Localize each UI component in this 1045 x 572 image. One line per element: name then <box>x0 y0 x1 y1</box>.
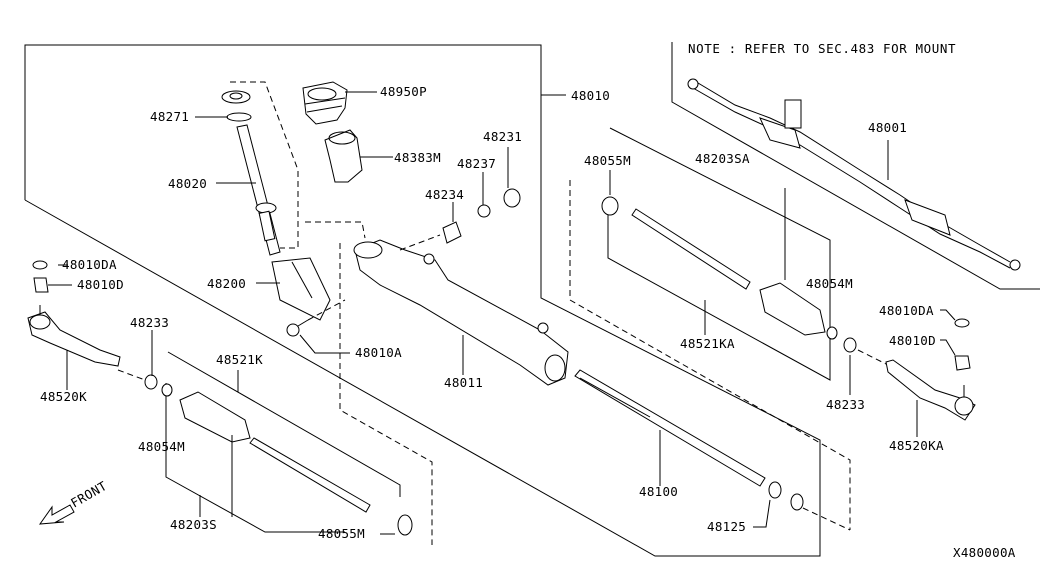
rack-bushing-1 <box>768 481 782 499</box>
callout-48010A[interactable]: 48010A <box>355 345 402 360</box>
callout-48125[interactable]: 48125 <box>707 519 746 534</box>
front-label: FRONT <box>68 478 110 511</box>
reference-assembly-frame <box>671 42 1040 290</box>
callout-48520K[interactable]: 48520K <box>40 389 87 404</box>
callout-48234[interactable]: 48234 <box>425 187 464 202</box>
boot-clamp-small-left <box>161 383 173 397</box>
jam-nut-left <box>144 374 158 390</box>
washer-right <box>954 318 970 328</box>
mount-bolt <box>286 323 300 337</box>
callout-48011[interactable]: 48011 <box>444 375 483 390</box>
callout-48520KA[interactable]: 48520KA <box>889 438 944 453</box>
callout-48237[interactable]: 48237 <box>457 156 496 171</box>
callout-48950P[interactable]: 48950P <box>380 84 427 99</box>
boot-clamp-large-left <box>397 514 413 536</box>
boot-clamp-small-right <box>826 326 838 340</box>
callout-48010DA-left[interactable]: 48010DA <box>62 257 117 272</box>
yoke-plug <box>442 221 462 244</box>
left-inner-tie-rod-group <box>27 260 413 536</box>
callout-48383M[interactable]: 48383M <box>394 150 441 165</box>
pinion-cap <box>221 90 251 104</box>
callout-48521K[interactable]: 48521K <box>216 352 263 367</box>
nut-left <box>33 277 49 293</box>
boot-clamp-large-right <box>601 196 619 216</box>
rack <box>569 180 851 531</box>
callout-48203SA[interactable]: 48203SA <box>695 151 750 166</box>
callout-48231[interactable]: 48231 <box>483 129 522 144</box>
callout-48001[interactable]: 48001 <box>868 120 907 135</box>
callout-48055M-right[interactable]: 48055M <box>584 153 631 168</box>
adjust-locknut <box>503 188 521 208</box>
callout-48010D-left[interactable]: 48010D <box>77 277 124 292</box>
yoke-spring <box>477 204 491 218</box>
main-assembly-frame <box>24 44 821 557</box>
nut-right <box>954 355 971 371</box>
leader-lines <box>48 91 956 535</box>
callout-48200[interactable]: 48200 <box>207 276 246 291</box>
inner-tie-rod-left <box>249 437 371 513</box>
gear-housing <box>339 188 569 545</box>
callout-48010D-right[interactable]: 48010D <box>889 333 936 348</box>
callout-48010DA-right[interactable]: 48010DA <box>879 303 934 318</box>
callout-48010[interactable]: 48010 <box>571 88 610 103</box>
pinion-group <box>221 81 366 337</box>
pinion-seal <box>324 129 363 183</box>
callout-48203S[interactable]: 48203S <box>170 517 217 532</box>
callout-48055M-left[interactable]: 48055M <box>318 526 365 541</box>
callout-48100[interactable]: 48100 <box>639 484 678 499</box>
boot-left <box>179 391 251 443</box>
complete-assembly-reference <box>687 78 1021 271</box>
washer-left <box>32 260 48 270</box>
callout-48233-left[interactable]: 48233 <box>130 315 169 330</box>
callout-48054M-left[interactable]: 48054M <box>138 439 185 454</box>
pinion-o-ring <box>226 112 252 122</box>
right-inner-tie-rod-group <box>601 127 976 421</box>
inner-tie-rod-right <box>631 208 751 290</box>
callout-48233-right[interactable]: 48233 <box>826 397 865 412</box>
jam-nut-right <box>843 337 857 353</box>
callout-48020[interactable]: 48020 <box>168 176 207 191</box>
mounting-note: NOTE : REFER TO SEC.483 FOR MOUNT <box>688 41 956 56</box>
tie-rod-end-left <box>27 311 121 367</box>
bracket <box>271 257 331 321</box>
boot-right <box>759 282 826 336</box>
rack-bushing-2 <box>790 493 804 511</box>
callout-48271[interactable]: 48271 <box>150 109 189 124</box>
diagram-code: X480000A <box>953 545 1016 560</box>
callout-48521KA[interactable]: 48521KA <box>680 336 735 351</box>
part-labels: NOTE : REFER TO SEC.483 FOR MOUNT 48950P… <box>40 41 1016 560</box>
callout-48054M-right[interactable]: 48054M <box>806 276 853 291</box>
front-arrow: FRONT <box>38 478 110 525</box>
